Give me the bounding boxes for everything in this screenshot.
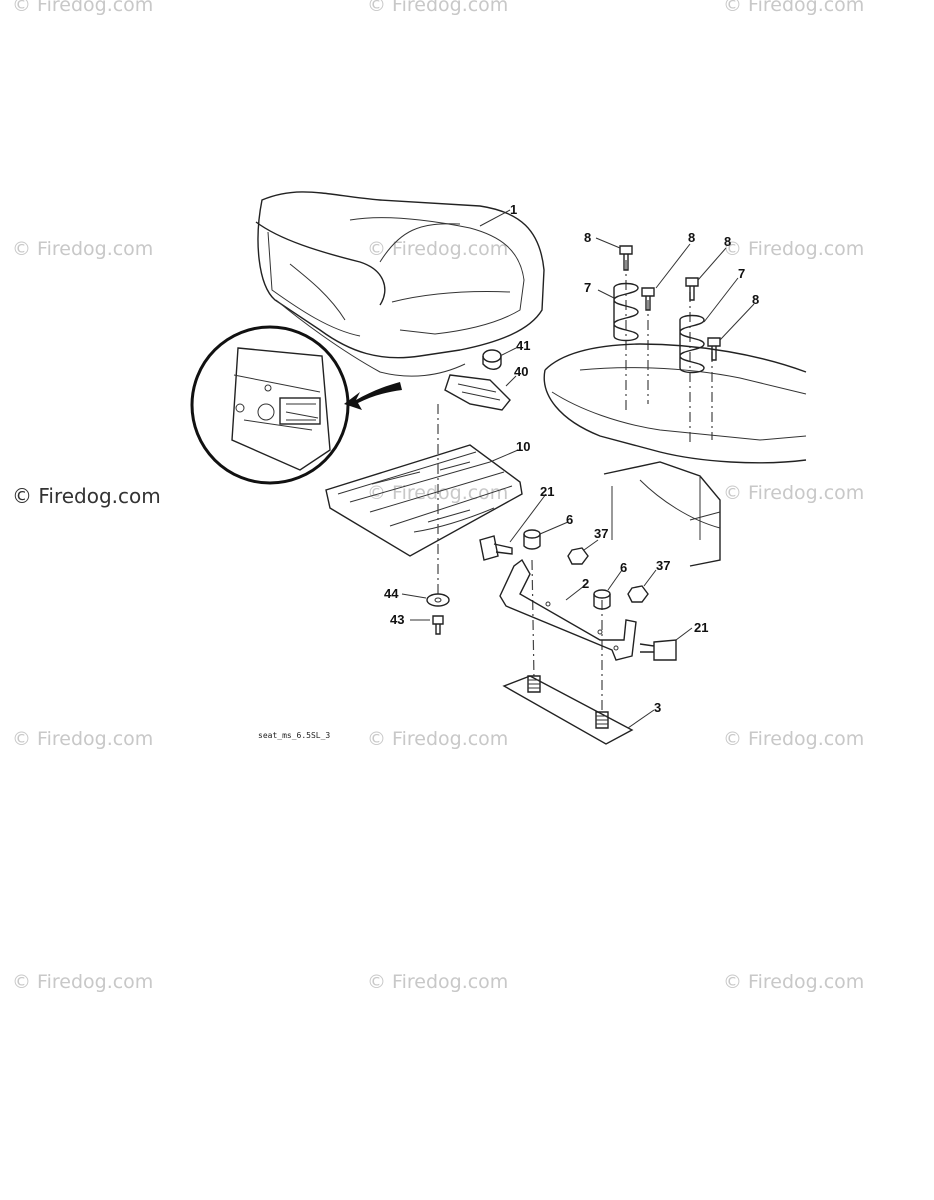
watermark: © Firedog.com bbox=[12, 484, 161, 508]
callout-6: 6 bbox=[566, 512, 573, 527]
part-43-bolt bbox=[432, 615, 444, 635]
callout-3: 3 bbox=[654, 700, 661, 715]
callout-7: 7 bbox=[738, 266, 745, 281]
part-6-collar bbox=[523, 529, 541, 550]
seat bbox=[255, 191, 545, 377]
callout-2: 2 bbox=[582, 576, 589, 591]
part-8-bolt bbox=[707, 337, 721, 361]
part-7-spring bbox=[679, 314, 705, 374]
part-40-latch bbox=[444, 374, 511, 411]
watermark: © Firedog.com bbox=[12, 728, 154, 750]
part-7-spring bbox=[613, 282, 639, 342]
callout-43: 43 bbox=[390, 612, 404, 627]
callout-8: 8 bbox=[688, 230, 695, 245]
part-6-collar bbox=[593, 589, 611, 610]
watermark: © Firedog.com bbox=[723, 971, 865, 993]
watermark: © Firedog.com bbox=[723, 482, 865, 504]
watermark: © Firedog.com bbox=[367, 238, 509, 260]
drawing-code: seat_ms_6.5SL_3 bbox=[258, 731, 330, 740]
part-44-washer bbox=[426, 593, 450, 607]
part-8-bolt bbox=[641, 287, 655, 311]
part-2-bracket bbox=[499, 558, 637, 661]
callout-8: 8 bbox=[752, 292, 759, 307]
part-37-nut bbox=[627, 585, 649, 603]
watermark: © Firedog.com bbox=[723, 238, 865, 260]
part-21-bolt bbox=[479, 535, 513, 561]
callout-40: 40 bbox=[514, 364, 528, 379]
watermark: © Firedog.com bbox=[12, 0, 154, 16]
detail-inset bbox=[190, 325, 350, 485]
part-8-bolt bbox=[685, 277, 699, 301]
leader-lines bbox=[401, 209, 755, 729]
callout-7: 7 bbox=[584, 280, 591, 295]
watermark: © Firedog.com bbox=[367, 728, 509, 750]
part-3-base-plate bbox=[502, 675, 634, 745]
watermark: © Firedog.com bbox=[723, 728, 865, 750]
fender-frame bbox=[543, 343, 807, 567]
part-41-nut bbox=[482, 349, 502, 370]
callout-41: 41 bbox=[516, 338, 530, 353]
callout-21: 21 bbox=[694, 620, 708, 635]
callout-10: 10 bbox=[516, 439, 530, 454]
part-37-nut bbox=[567, 547, 589, 565]
callout-6: 6 bbox=[620, 560, 627, 575]
callout-1: 1 bbox=[510, 202, 517, 217]
part-8-bolt bbox=[619, 245, 633, 271]
callout-21: 21 bbox=[540, 484, 554, 499]
part-10-seat-pan bbox=[325, 444, 523, 557]
watermark: © Firedog.com bbox=[12, 238, 154, 260]
callout-44: 44 bbox=[384, 586, 399, 601]
part-21-bolt bbox=[639, 639, 677, 661]
watermark: © Firedog.com bbox=[723, 0, 865, 16]
callout-8: 8 bbox=[584, 230, 591, 245]
callout-8: 8 bbox=[724, 234, 731, 249]
watermark: © Firedog.com bbox=[12, 971, 154, 993]
watermark: © Firedog.com bbox=[367, 0, 509, 16]
callout-37: 37 bbox=[656, 558, 670, 573]
callout-37: 37 bbox=[594, 526, 608, 541]
watermark: © Firedog.com bbox=[367, 971, 509, 993]
axis-line bbox=[531, 559, 535, 681]
arrow-to-inset bbox=[344, 382, 402, 410]
